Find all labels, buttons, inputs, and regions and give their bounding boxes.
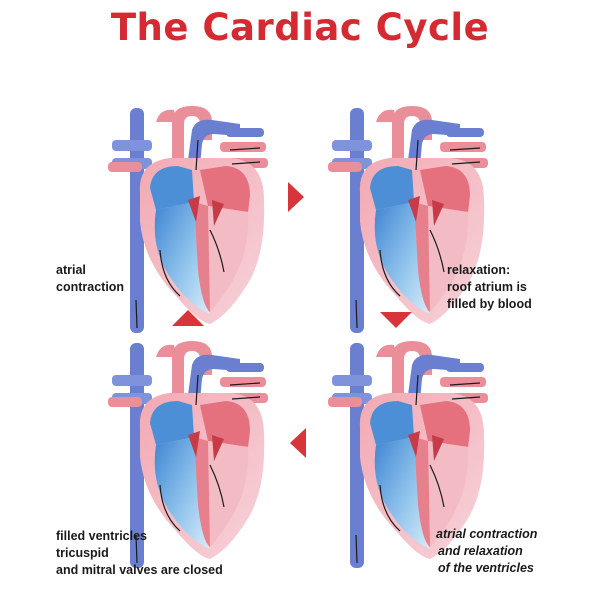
caption-atrial-contraction-ventricle-relaxation: atrial contraction and relaxation of the… [436, 526, 537, 577]
page-title: The Cardiac Cycle [110, 6, 490, 49]
caption-line: atrial [56, 263, 86, 277]
caption-filled-ventricles: filled ventricles tricuspid and mitral v… [56, 528, 223, 579]
right-arrow-icon [288, 182, 304, 212]
down-arrow-icon [380, 312, 412, 328]
caption-relaxation: relaxation: roof atrium is filled by blo… [447, 262, 532, 313]
caption-line: and mitral valves are closed [56, 563, 223, 577]
caption-line: roof atrium is [447, 280, 527, 294]
caption-line: tricuspid [56, 546, 109, 560]
caption-atrial-contraction: atrial contraction [56, 262, 124, 296]
up-arrow-icon [172, 310, 204, 326]
left-arrow-icon [290, 428, 306, 458]
caption-line: filled ventricles [56, 529, 148, 543]
caption-line: filled by blood [447, 297, 532, 311]
caption-line: and relaxation [438, 544, 523, 558]
caption-line: of the ventricles [438, 561, 534, 575]
heart-atrial-contraction [100, 100, 300, 340]
caption-line: contraction [56, 280, 125, 294]
caption-line: atrial contraction [436, 527, 538, 541]
caption-line: relaxation: [447, 263, 511, 277]
